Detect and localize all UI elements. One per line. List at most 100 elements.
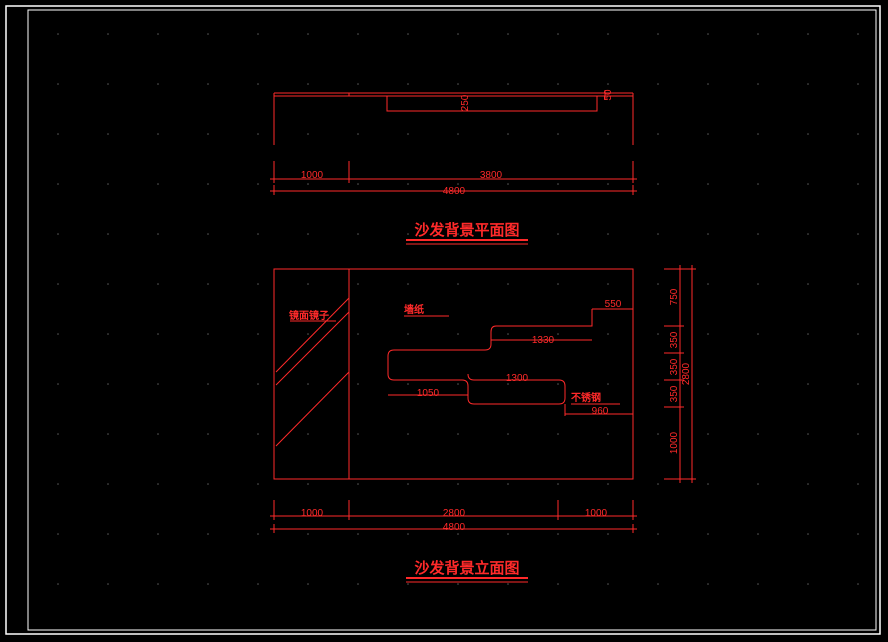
grid-dot	[857, 33, 859, 35]
grid-dot	[57, 333, 59, 335]
dim-v-bottom: 1000	[669, 431, 680, 454]
grid-dot	[407, 533, 409, 535]
grid-dot	[357, 333, 359, 335]
plan-dim-small: 50	[603, 89, 614, 101]
grid-dot	[157, 283, 159, 285]
grid-dot	[507, 333, 509, 335]
grid-dot	[107, 83, 109, 85]
grid-dot	[357, 383, 359, 385]
grid-dot	[657, 33, 659, 35]
grid-dot	[107, 233, 109, 235]
grid-dot	[157, 383, 159, 385]
plan-view	[270, 90, 637, 245]
grid-dot	[307, 383, 309, 385]
grid-dot	[707, 83, 709, 85]
grid-dot	[557, 33, 559, 35]
grid-dot	[457, 433, 459, 435]
grid-dot	[207, 33, 209, 35]
grid-dot	[57, 83, 59, 85]
grid-dot	[557, 583, 559, 585]
wallpaper-label: 墙纸	[404, 303, 424, 316]
grid-dot	[657, 183, 659, 185]
grid-dot	[757, 583, 759, 585]
grid-dot	[807, 233, 809, 235]
grid-dot	[57, 183, 59, 185]
grid-dot	[157, 233, 159, 235]
grid-dot	[707, 533, 709, 535]
dim-bottom-left: 1000	[301, 508, 324, 519]
grid-dot	[457, 483, 459, 485]
grid-dot	[207, 483, 209, 485]
grid-dot	[657, 583, 659, 585]
grid-dot	[57, 433, 59, 435]
grid-dot	[457, 33, 459, 35]
grid-dot	[557, 333, 559, 335]
grid-dot	[157, 483, 159, 485]
grid-dot	[557, 283, 559, 285]
grid-dot	[457, 83, 459, 85]
dim-bottom-mid: 2800	[443, 508, 466, 519]
grid-dot	[107, 283, 109, 285]
grid-dot	[857, 83, 859, 85]
grid-dot	[457, 383, 459, 385]
grid-dot	[657, 133, 659, 135]
grid-dot	[857, 533, 859, 535]
grid-dot	[57, 533, 59, 535]
grid-dot	[857, 583, 859, 585]
dim-upper-shelf: 1330	[532, 335, 555, 346]
grid-dot	[307, 533, 309, 535]
grid-dot	[807, 333, 809, 335]
grid-dot	[707, 33, 709, 35]
grid-dot	[307, 83, 309, 85]
grid-dot	[157, 333, 159, 335]
grid-dot	[607, 483, 609, 485]
grid-dot	[607, 283, 609, 285]
grid-dot	[207, 533, 209, 535]
grid-dot	[707, 383, 709, 385]
grid-dot	[257, 583, 259, 585]
dim-v-350-b: 350	[669, 358, 680, 375]
dim-bottom-right: 1000	[585, 508, 608, 519]
grid-dot	[307, 433, 309, 435]
grid-dot	[407, 383, 409, 385]
grid-dot	[457, 183, 459, 185]
grid-dot	[307, 283, 309, 285]
grid-dots	[57, 33, 859, 585]
grid-dot	[357, 33, 359, 35]
grid-dot	[457, 233, 459, 235]
grid-dot	[107, 333, 109, 335]
dim-low-shelf: 1050	[417, 388, 440, 399]
grid-dot	[807, 283, 809, 285]
grid-dot	[407, 33, 409, 35]
grid-dot	[407, 233, 409, 235]
grid-dot	[857, 183, 859, 185]
grid-dot	[757, 333, 759, 335]
grid-dot	[307, 133, 309, 135]
grid-dot	[157, 183, 159, 185]
grid-dot	[207, 83, 209, 85]
grid-dot	[807, 483, 809, 485]
grid-dot	[307, 233, 309, 235]
grid-dot	[207, 133, 209, 135]
grid-dot	[757, 233, 759, 235]
grid-dot	[457, 283, 459, 285]
grid-dot	[457, 533, 459, 535]
grid-dot	[157, 433, 159, 435]
grid-dot	[357, 83, 359, 85]
grid-dot	[57, 233, 59, 235]
grid-dot	[857, 233, 859, 235]
grid-dot	[107, 183, 109, 185]
grid-dot	[657, 433, 659, 435]
grid-dot	[407, 483, 409, 485]
grid-dot	[707, 183, 709, 185]
grid-dot	[307, 483, 309, 485]
grid-dot	[807, 583, 809, 585]
grid-dot	[807, 383, 809, 385]
grid-dot	[357, 433, 359, 435]
grid-dot	[707, 283, 709, 285]
plan-dim-total: 4800	[443, 186, 466, 197]
grid-dot	[807, 83, 809, 85]
grid-dot	[607, 83, 609, 85]
grid-dot	[507, 233, 509, 235]
grid-dot	[807, 133, 809, 135]
